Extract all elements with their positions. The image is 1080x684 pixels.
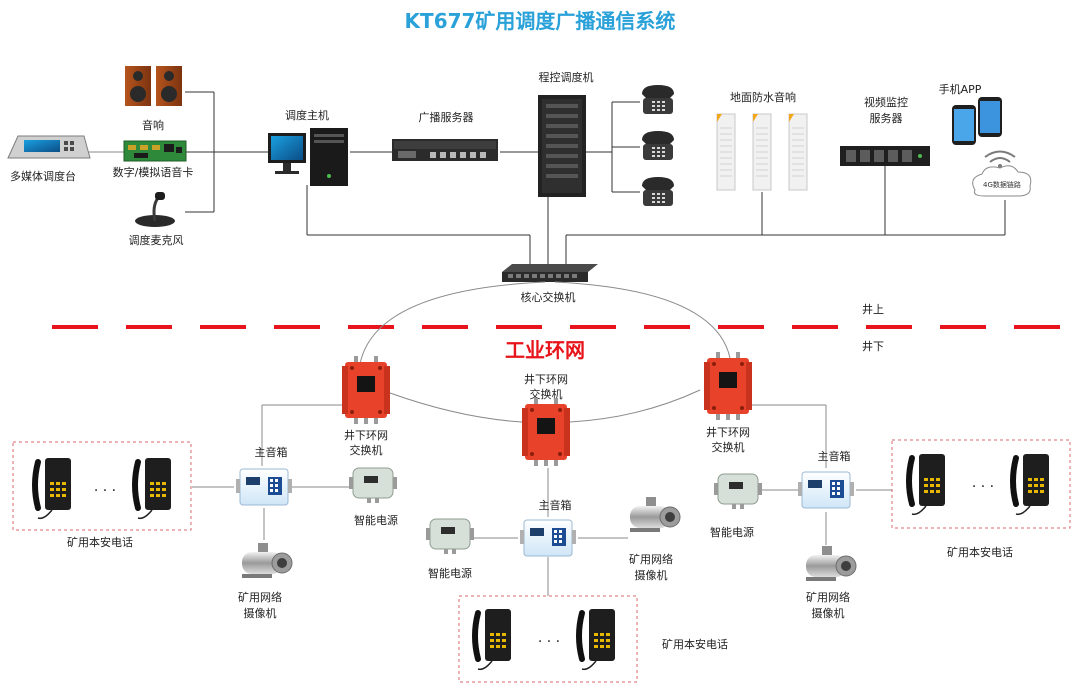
- underground-wiring: [192, 404, 892, 596]
- video-server-icon: [840, 146, 930, 166]
- phone-group-right: · · ·: [891, 439, 1071, 529]
- dispatch-host: 调度主机: [268, 108, 348, 186]
- ground-divider: 井上 井下: [52, 302, 1062, 353]
- phone-group-center: · · ·: [458, 595, 638, 683]
- above-ground-label: 井上: [862, 302, 884, 316]
- column-speaker-icon: [752, 113, 772, 191]
- telephone-icon: [642, 131, 674, 160]
- mine-phone-icon: [35, 458, 71, 518]
- camera-icon: [805, 545, 857, 582]
- mine-phone-icon: [1013, 454, 1049, 514]
- power-left-label: 智能电源: [354, 513, 398, 527]
- core-switch-label: 核心交换机: [521, 290, 576, 304]
- camera-center-label-1: 矿用网络: [629, 552, 673, 566]
- pbx: 程控调度机: [538, 70, 594, 197]
- waterproof-speakers: 地面防水音响: [716, 90, 808, 191]
- microphone: 调度麦克风: [129, 192, 184, 247]
- mine-phone-icon: [475, 609, 511, 669]
- explosion-proof-enclosure-icon: [342, 356, 390, 424]
- explosion-proof-enclosure-icon: [522, 398, 570, 466]
- speaker-icon: [125, 66, 182, 106]
- phone-left-ellipsis: · · ·: [94, 483, 116, 499]
- explosion-proof-enclosure-icon: [704, 352, 752, 420]
- power-supply-icon: [348, 467, 398, 504]
- phone-right-ellipsis: · · ·: [972, 479, 994, 495]
- phone-group-center-label: 矿用本安电话: [662, 637, 728, 651]
- rack-server-icon: [392, 139, 498, 161]
- camera-left-label-1: 矿用网络: [238, 590, 282, 604]
- speaker-box-icon: [519, 519, 577, 557]
- voice-card: 数字/模拟语音卡: [113, 140, 194, 179]
- cloud-icon: [972, 165, 1032, 197]
- mine-phone-icon: [579, 609, 615, 669]
- below-ground-label: 井下: [862, 339, 884, 353]
- camera-right-label-2: 摄像机: [812, 606, 845, 620]
- main-box-left-label: 主音箱: [255, 445, 288, 459]
- ring-title: 工业环网: [505, 338, 585, 362]
- mobile-app-label: 手机APP: [939, 82, 982, 96]
- desktop-computer-icon: [268, 128, 348, 186]
- core-switch: 核心交换机: [502, 264, 598, 304]
- speaker-box-icon: [235, 468, 293, 506]
- pbx-label: 程控调度机: [539, 70, 594, 84]
- ring-switch-right-label-1: 井下环网: [706, 425, 750, 439]
- console-icon: [7, 135, 91, 159]
- telephone-icon: [642, 177, 674, 206]
- power-right-label: 智能电源: [710, 525, 754, 539]
- smartphone-icon: [952, 97, 1002, 145]
- waterproof-speakers-label: 地面防水音响: [730, 90, 796, 104]
- microphone-icon: [135, 192, 175, 227]
- camera-right-label-1: 矿用网络: [806, 590, 850, 604]
- camera-center-label-2: 摄像机: [635, 568, 668, 582]
- mine-phone-icon: [135, 458, 171, 518]
- video-server-label-2: 服务器: [870, 112, 903, 125]
- phone-group-left-label: 矿用本安电话: [67, 535, 133, 549]
- dispatch-host-label: 调度主机: [285, 108, 329, 122]
- cloud-link-label: 4G数据链路: [983, 180, 1021, 189]
- ring-switch-right-label-2: 交换机: [712, 440, 745, 454]
- main-box-center-label: 主音箱: [539, 498, 572, 512]
- multimedia-console-label: 多媒体调度台: [10, 169, 76, 183]
- network-switch-icon: [502, 264, 598, 282]
- voice-card-label: 数字/模拟语音卡: [113, 165, 194, 179]
- power-center-label: 智能电源: [428, 566, 472, 580]
- camera-icon: [629, 496, 681, 533]
- broadcast-server: 广播服务器: [392, 110, 498, 161]
- industrial-ring: [359, 281, 731, 423]
- mobile-app: 手机APP 4G数据链路: [939, 82, 1032, 197]
- telephone-stack: [642, 85, 674, 206]
- ring-switch-center-label-1: 井下环网: [524, 372, 568, 386]
- mine-phone-icon: [909, 454, 945, 514]
- power-supply-icon: [425, 518, 475, 555]
- circuit-board-icon: [123, 140, 187, 162]
- column-speaker-icon: [788, 113, 808, 191]
- column-speaker-icon: [716, 113, 736, 191]
- server-cabinet-icon: [538, 95, 586, 197]
- diagram-title: KT677矿用调度广播通信系统: [405, 9, 676, 33]
- phone-group-left: · · ·: [12, 441, 192, 531]
- multimedia-console: 多媒体调度台: [7, 135, 91, 183]
- surface-wiring: [87, 91, 1006, 265]
- camera-icon: [241, 542, 293, 579]
- telephone-icon: [642, 85, 674, 114]
- speaker-label: 音响: [142, 118, 164, 132]
- speaker-box-icon: [797, 471, 855, 509]
- phone-center-ellipsis: · · ·: [538, 634, 560, 650]
- ring-switch-left-label-2: 交换机: [350, 443, 383, 457]
- camera-left-label-2: 摄像机: [244, 606, 277, 620]
- ring-switch-left-label-1: 井下环网: [344, 428, 388, 442]
- main-box-right-label: 主音箱: [818, 449, 851, 463]
- broadcast-server-label: 广播服务器: [419, 110, 474, 124]
- video-server-label-1: 视频监控: [864, 95, 908, 109]
- phone-group-right-label: 矿用本安电话: [947, 545, 1013, 559]
- microphone-label: 调度麦克风: [129, 233, 184, 247]
- video-server: 视频监控 服务器: [840, 95, 930, 166]
- power-supply-icon: [713, 473, 763, 510]
- speaker: 音响: [125, 66, 182, 132]
- ring-switch-center-label-2: 交换机: [530, 387, 563, 401]
